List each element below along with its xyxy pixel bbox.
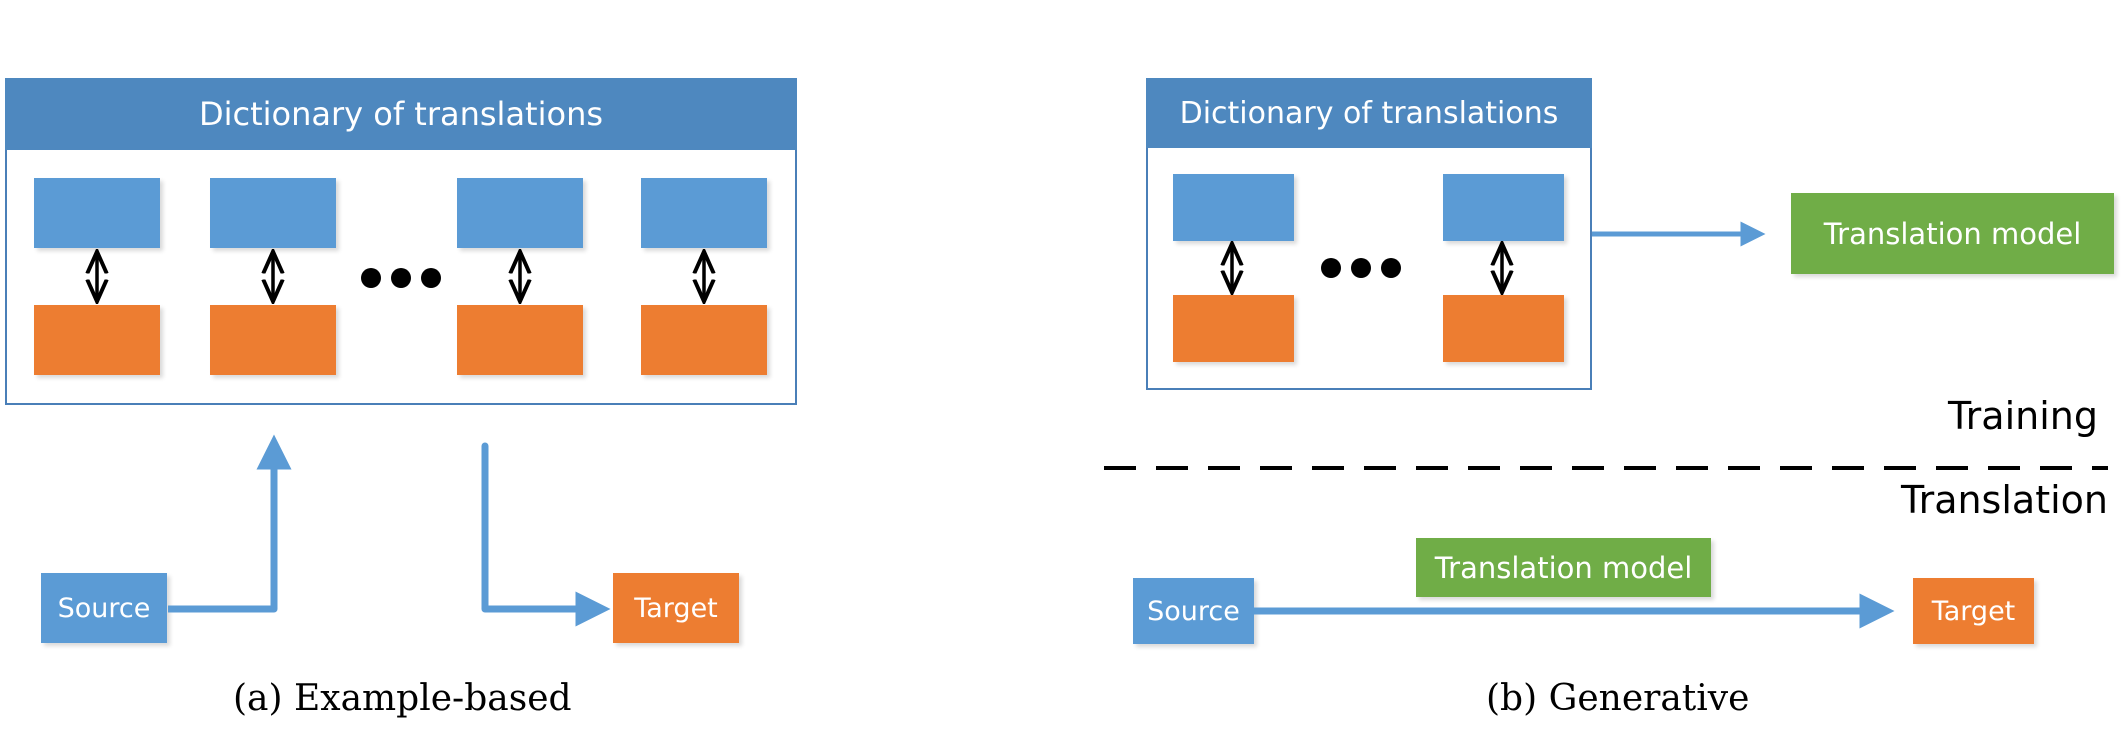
example-source-entry-2	[210, 178, 336, 248]
training-label: Training	[1948, 394, 2098, 438]
ellipsis-dot-b1	[1321, 258, 1341, 278]
ellipsis-dot-b2	[1351, 258, 1371, 278]
generative-target-box: Target	[1913, 578, 2034, 644]
generative-source-box: Source	[1133, 578, 1254, 644]
ellipsis-dot-a2	[391, 268, 411, 288]
translation-label: Translation	[1900, 478, 2108, 522]
inference-model-box: Translation model	[1416, 538, 1711, 597]
ellipsis-dot-b3	[1381, 258, 1401, 278]
generative-source-entry-1	[1173, 174, 1294, 241]
example-source-box: Source	[41, 573, 167, 643]
example-target-entry-2	[210, 305, 336, 375]
generative-source-entry-2	[1443, 174, 1564, 241]
example-target-entry-3	[457, 305, 583, 375]
example-source-entry-4	[641, 178, 767, 248]
ellipsis-dot-a1	[361, 268, 381, 288]
dictionary-to-target-arrow	[481, 442, 611, 627]
source-to-dictionary-arrow	[168, 434, 292, 613]
generative-target-entry-2	[1443, 295, 1564, 362]
example-source-entry-1	[34, 178, 160, 248]
example-target-box: Target	[613, 573, 739, 643]
example-based-caption: (a) Example-based	[233, 678, 572, 719]
generative-dictionary-title: Dictionary of translations	[1146, 78, 1592, 148]
generative-target-entry-1	[1173, 295, 1294, 362]
example-dictionary-title: Dictionary of translations	[5, 78, 797, 150]
generative-caption: (b) Generative	[1486, 678, 1750, 719]
ellipsis-dot-a3	[421, 268, 441, 288]
example-target-entry-4	[641, 305, 767, 375]
training-model-box: Translation model	[1791, 193, 2114, 274]
example-target-entry-1	[34, 305, 160, 375]
example-source-entry-3	[457, 178, 583, 248]
